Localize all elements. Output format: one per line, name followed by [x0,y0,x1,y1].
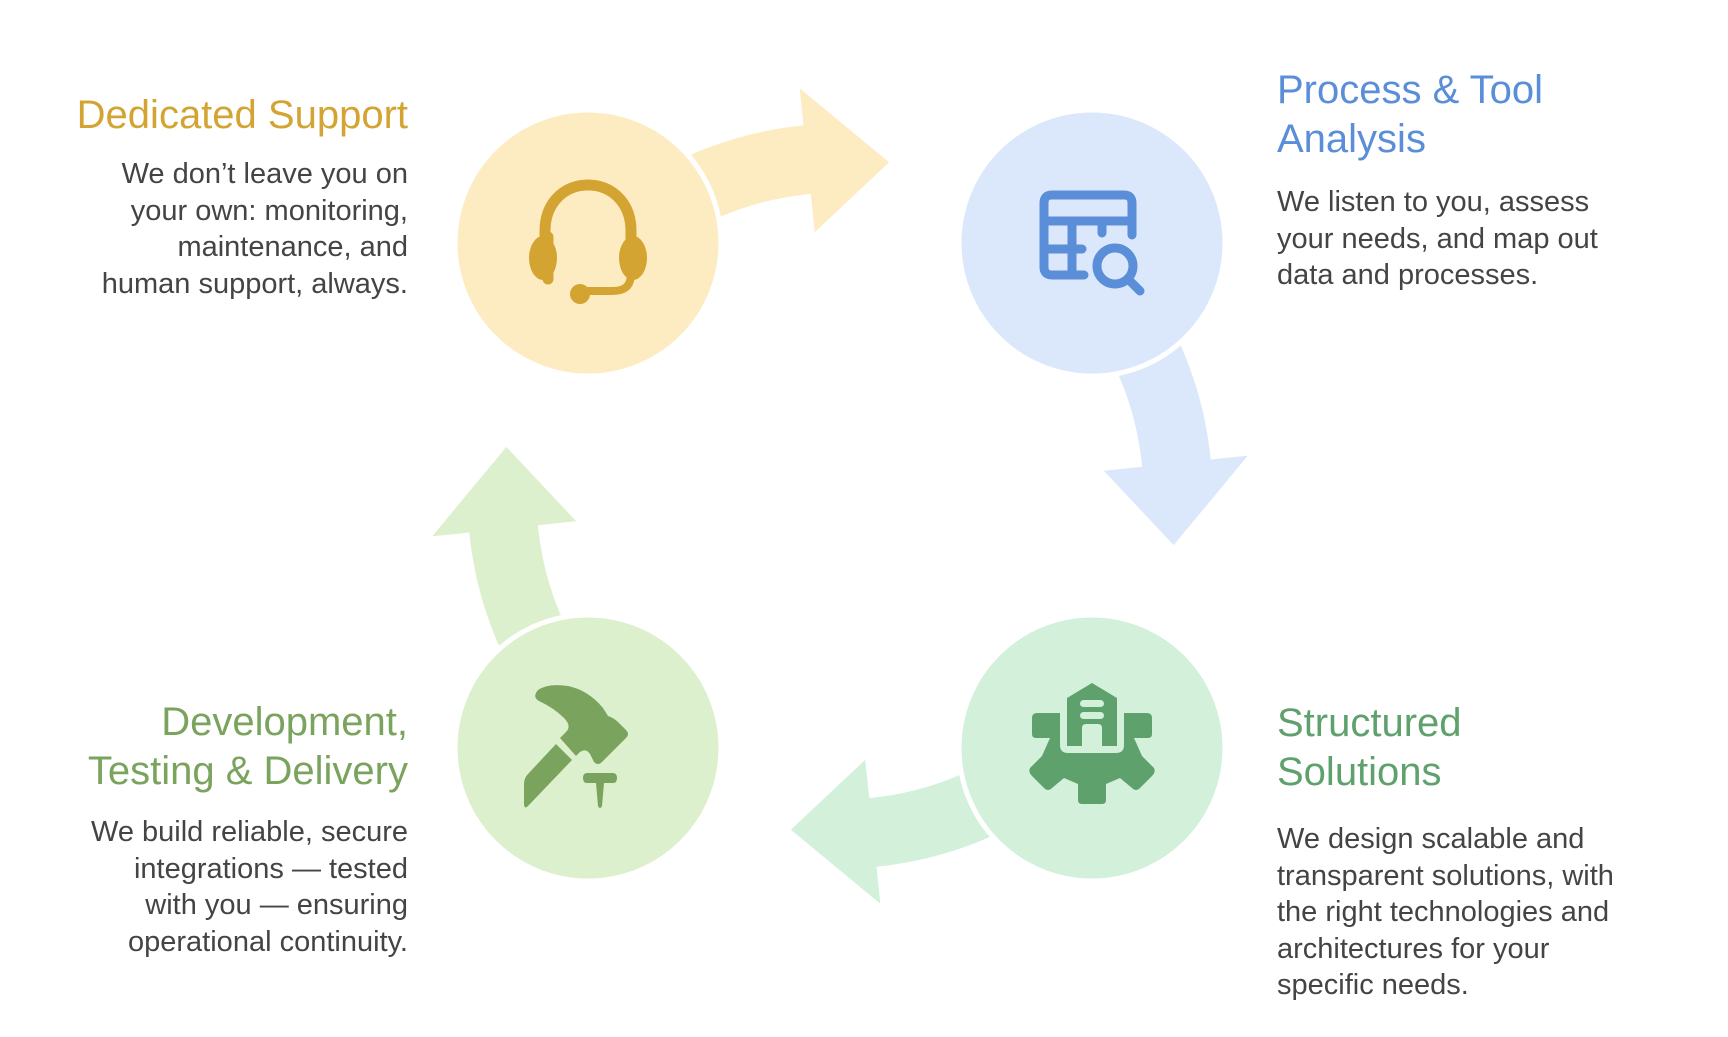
step-description: We design scalable and transparent solut… [1277,823,1614,1001]
table-search-icon [1039,190,1145,296]
circle-structured-solutions [956,612,1228,884]
building-gear-icon [1029,683,1155,804]
headset-icon [529,179,647,304]
step-process-tool-analysis: Process & Tool Analysis We listen to you… [1277,66,1697,294]
step-description: We don’t leave you on your own: monitori… [101,158,408,300]
circle-process-tool-analysis [956,107,1228,379]
step-dedicated-support: Dedicated Support We don’t leave you on … [0,91,408,302]
hammer-nail-icon [524,685,628,808]
step-structured-solutions: Structured Solutions We design scalable … [1277,699,1717,1004]
step-title: Dedicated Support [76,93,408,137]
step-title: Process & Tool Analysis [1277,68,1544,161]
step-circles [452,107,1228,884]
step-development-testing-delivery: Development, Testing & Delivery We build… [0,698,408,960]
step-description: We listen to you, assess your needs, and… [1277,186,1598,291]
step-title: Development, Testing & Delivery [87,700,408,793]
step-title: Structured Solutions [1277,701,1462,794]
circle-dedicated-support [452,107,724,379]
step-description: We build reliable, secure integrations —… [90,816,408,958]
